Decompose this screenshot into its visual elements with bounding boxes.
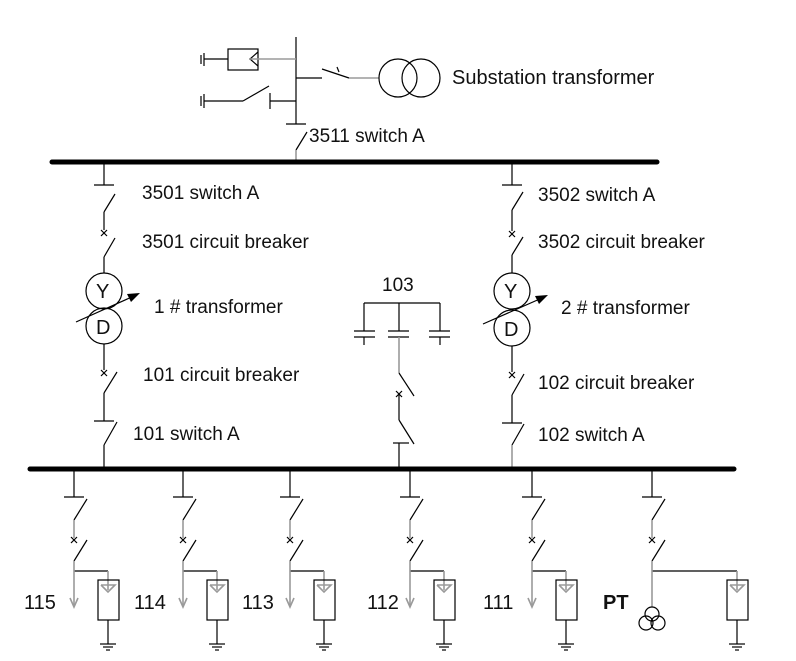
incoming-section: Substation transformer 3511 switch A xyxy=(200,37,655,161)
feeder-breaker-icon xyxy=(528,536,546,562)
feeder-pt: PT xyxy=(603,469,749,651)
feeder-switch-icon xyxy=(522,496,546,521)
breaker-3501-icon xyxy=(100,229,116,258)
capacitor-icon xyxy=(388,330,409,338)
winding-d-label: D xyxy=(96,317,110,339)
ground-icon xyxy=(100,643,116,651)
feeder-switch-icon xyxy=(642,496,666,521)
transformer-switch-icon xyxy=(296,66,379,79)
breaker-101-icon xyxy=(100,369,118,394)
breaker-102-label: 102 circuit breaker xyxy=(538,373,695,394)
switch-101-icon xyxy=(94,420,118,446)
breaker-3502-icon xyxy=(508,230,524,256)
capacitor-bank-103: 103 xyxy=(354,275,450,469)
feeder-switch-icon xyxy=(280,496,304,521)
winding-d-label: D xyxy=(504,319,518,341)
right-branch: Y D 3502 switch A 3502 circuit breaker 2… xyxy=(482,162,706,469)
winding-y-label: Y xyxy=(504,281,517,303)
feeder-breaker-icon xyxy=(406,536,424,562)
feeder-label: 115 xyxy=(24,592,56,614)
switch-3502-label: 3502 switch A xyxy=(538,185,656,206)
feeder-breaker-icon xyxy=(648,536,666,562)
feeder-113: 113 xyxy=(242,469,336,651)
switch-3501-label: 3501 switch A xyxy=(142,183,260,204)
switch-3511-label: 3511 switch A xyxy=(309,126,425,147)
ground-icon xyxy=(316,643,332,651)
capacitor-icon xyxy=(429,330,450,345)
feeder-label: 111 xyxy=(483,592,513,614)
feeder-switch-icon xyxy=(400,496,424,521)
left-branch: Y D 3501 switch A 3501 circuit breaker 1… xyxy=(75,162,310,469)
breaker-3502-label: 3502 circuit breaker xyxy=(538,232,706,253)
substation-transformer-icon xyxy=(378,58,441,98)
feeder-111: 111 xyxy=(483,469,578,651)
switch-101-label: 101 switch A xyxy=(133,424,240,445)
feeder-breaker-icon xyxy=(179,536,197,562)
switch-102-label: 102 switch A xyxy=(538,425,645,446)
feeder-label: 112 xyxy=(367,592,399,614)
feeder-115: 115 xyxy=(24,469,120,651)
feeder-switch-icon xyxy=(173,496,197,521)
grounding-switch-icon xyxy=(200,85,296,109)
feeder-breaker-icon xyxy=(286,536,304,562)
ground-icon xyxy=(209,643,225,651)
load-arrow-icon xyxy=(69,597,79,609)
feeder-label: 113 xyxy=(242,592,274,614)
load-arrow-icon xyxy=(178,597,188,609)
feeder-breaker-icon xyxy=(70,536,88,562)
switch-3501-icon xyxy=(94,184,116,213)
capacitor-icon xyxy=(354,330,375,345)
capacitor-bank-label: 103 xyxy=(382,275,414,296)
feeder-114: 114 xyxy=(134,469,229,651)
load-arrow-icon xyxy=(285,597,295,609)
ground-icon xyxy=(558,643,574,651)
breaker-102-icon xyxy=(508,371,525,396)
breaker-101-label: 101 circuit breaker xyxy=(143,365,300,386)
transformer-2-icon: Y D xyxy=(482,272,548,347)
potential-transformer-icon xyxy=(638,606,666,631)
switch-102-icon xyxy=(502,422,525,446)
feeders-group: 115 114 113 112 111 PT xyxy=(24,469,749,651)
switch-3502-icon xyxy=(502,184,524,211)
transformer-1-label: 1 # transformer xyxy=(154,297,283,318)
feeder-112: 112 xyxy=(367,469,456,651)
transformer-1-icon: Y D xyxy=(75,272,140,345)
ground-icon xyxy=(436,643,452,651)
load-arrow-icon xyxy=(527,597,537,609)
feeder-switch-icon xyxy=(64,496,88,521)
ground-icon xyxy=(729,643,745,651)
load-arrow-icon xyxy=(405,597,415,609)
switch-3511-icon xyxy=(286,123,308,161)
surge-arrester-icon xyxy=(200,48,296,71)
feeder-label: 114 xyxy=(134,592,166,614)
feeder-label: PT xyxy=(603,592,629,614)
winding-y-label: Y xyxy=(96,281,109,303)
breaker-3501-label: 3501 circuit breaker xyxy=(142,232,310,253)
substation-transformer-label: Substation transformer xyxy=(452,67,655,89)
transformer-2-label: 2 # transformer xyxy=(561,298,690,319)
